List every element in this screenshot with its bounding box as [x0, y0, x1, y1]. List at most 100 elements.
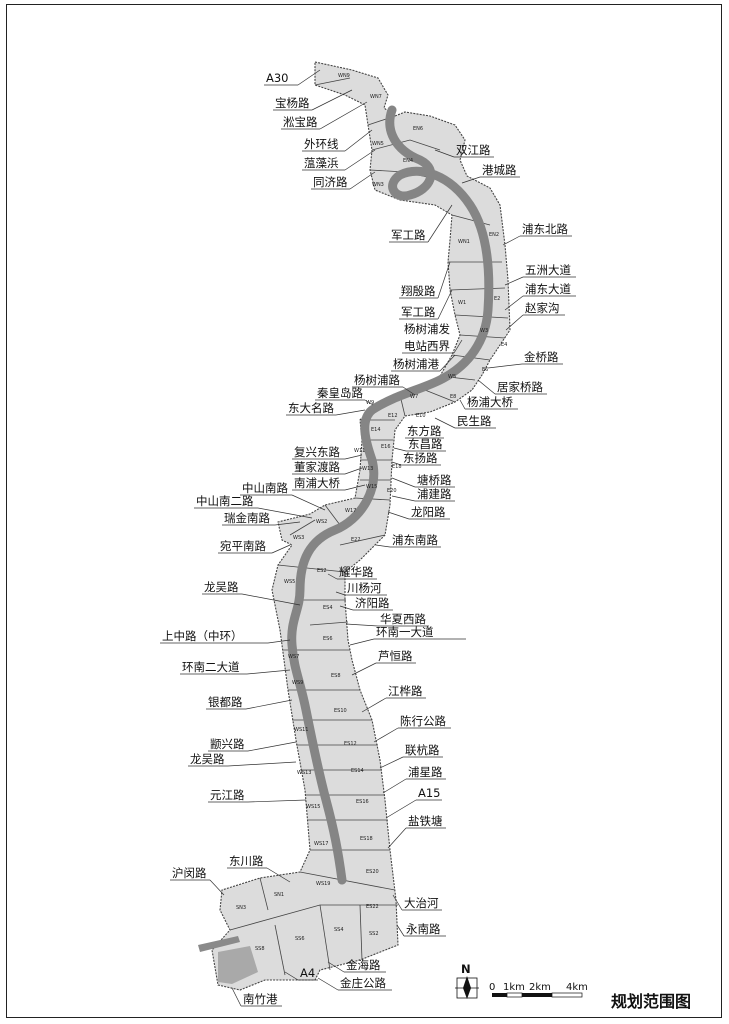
map-label: 浦东大道	[525, 282, 571, 296]
map-label: 五洲大道	[525, 263, 571, 277]
map-label: 杨树浦发	[404, 322, 450, 336]
map-label: 双江路	[456, 143, 491, 157]
zone-label: WS15	[306, 804, 320, 810]
map-label: A30	[266, 71, 289, 85]
map-label: 杨树浦港	[393, 357, 439, 371]
south-channel	[198, 936, 240, 952]
map-label: 居家桥路	[497, 380, 543, 394]
zone-label: E12	[388, 413, 398, 419]
zone-label: E18	[392, 464, 402, 470]
zone-label: ES14	[351, 768, 364, 774]
zone-label: E8	[450, 394, 456, 400]
map-label: 杨树浦路	[354, 373, 400, 387]
map-label: 龙吴路	[204, 580, 239, 594]
zone-label: WN7	[370, 94, 382, 100]
zone-label: SS8	[255, 946, 265, 952]
zone-label: WS19	[316, 881, 330, 887]
zone-label: W11	[354, 448, 365, 454]
left-road-labels: A30 宝杨路 淞宝路 外环线 蕰藻浜 同济路 军工路 翔殷路 军工路 杨树浦发…	[160, 69, 463, 1007]
map-label: 金桥路	[524, 350, 559, 364]
map-label: 董家渡路	[294, 460, 340, 474]
map-label: 东扬路	[403, 451, 438, 465]
map-label: 颛兴路	[210, 737, 245, 751]
map-label: 芦恒路	[378, 649, 413, 663]
map-label: 浦建路	[417, 487, 452, 501]
map-label: 淞宝路	[283, 115, 318, 129]
right-road-labels: 双江路 港城路 浦东北路 五洲大道 浦东大道 赵家沟 金桥路 居家桥路 杨浦大桥…	[317, 143, 576, 991]
zone-label: ES16	[356, 799, 369, 805]
north-label: N	[461, 962, 471, 976]
map-label: 瑞金南路	[224, 511, 270, 525]
map-label: 南竹港	[243, 992, 278, 1006]
zone-label: WS7	[288, 654, 299, 660]
map-label: 金海路	[346, 958, 381, 972]
map-label: 中山南路	[242, 481, 288, 495]
zone-label: W5	[448, 374, 456, 380]
zone-label: SN3	[236, 905, 246, 911]
map-label: 金庄公路	[340, 976, 386, 990]
zone-label: W13	[362, 466, 373, 472]
zone-label: ES2	[317, 568, 327, 574]
zone-label: ES8	[331, 673, 341, 679]
map-label: 宛平南路	[220, 539, 266, 553]
north-arrow-icon	[463, 976, 471, 999]
zone-label: E22	[351, 537, 361, 543]
map-label: 济阳路	[355, 596, 390, 610]
zone-label: W17	[345, 508, 356, 514]
zone-label: W1	[458, 300, 466, 306]
map-label: 东方路	[407, 424, 442, 438]
map-label: 川杨河	[347, 581, 382, 595]
planning-area-boundary	[211, 61, 511, 991]
map-label: 赵家沟	[525, 301, 560, 315]
scale-tick-label: 1km	[503, 982, 525, 993]
zone-labels: WN9 WN7 EN6 WN5 EN4 WN3 WN1 EN2 W1 E2 W3…	[236, 73, 507, 952]
map-label: 永南路	[406, 922, 441, 936]
zone-label: E14	[371, 427, 381, 433]
zone-label: WN3	[372, 182, 384, 188]
zone-label: EN6	[413, 126, 423, 132]
map-label: 环南一大道	[376, 625, 434, 639]
map-label: 陈行公路	[400, 714, 446, 728]
south-water-block	[218, 946, 258, 984]
map-label: 华夏西路	[380, 612, 426, 626]
map-label: 复兴东路	[294, 445, 340, 459]
zone-label: E6	[482, 367, 488, 373]
map-label: 大治河	[404, 896, 439, 910]
zone-label: WS13	[297, 770, 311, 776]
zone-label: SN1	[274, 892, 284, 898]
zone-label: ES18	[360, 836, 373, 842]
map-label: 蕰藻浜	[304, 156, 339, 170]
zone-label: WS9	[292, 680, 303, 686]
map-label: A15	[418, 786, 441, 800]
map-label: 塘桥路	[417, 473, 452, 487]
map-label: A4	[300, 966, 315, 980]
map-label: 翔殷路	[401, 284, 436, 298]
zone-label: E4	[501, 342, 507, 348]
map-label: 东大名路	[288, 401, 334, 415]
map-label: 南浦大桥	[294, 476, 340, 490]
zone-label: W15	[366, 484, 377, 490]
zone-label: SS2	[369, 931, 379, 937]
map-label: 军工路	[391, 228, 426, 242]
map-label: 龙吴路	[190, 752, 225, 766]
map-label: 沪闵路	[172, 866, 207, 880]
zone-label: WN9	[338, 73, 350, 79]
map-label: 浦东南路	[392, 533, 438, 547]
map-label: 电站西界	[404, 339, 450, 353]
map-label: 东昌路	[408, 437, 443, 451]
map-label: 秦皇岛路	[317, 386, 363, 400]
zone-label: E2	[494, 296, 500, 302]
map-label: 银都路	[208, 695, 243, 709]
map-label: 上中路（中环）	[162, 629, 243, 643]
zone-label: ES10	[334, 708, 347, 714]
zone-label: E10	[416, 413, 426, 419]
zone-label: SS4	[334, 927, 344, 933]
map-label: 同济路	[313, 175, 348, 189]
map-label: 龙阳路	[411, 505, 446, 519]
map-label: 盐铁塘	[408, 814, 443, 828]
map-label: 军工路	[401, 305, 436, 319]
map-label: 浦东北路	[522, 222, 568, 236]
map-frame	[6, 4, 722, 1018]
zone-label: EN4	[403, 158, 413, 164]
